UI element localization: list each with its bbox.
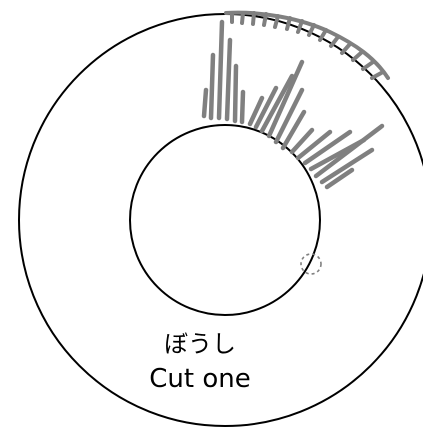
blanket-stitch-icon (226, 13, 388, 78)
pattern-label-japanese: ぼうし (0, 330, 400, 358)
pattern-label-cut-instruction: Cut one (0, 364, 400, 394)
